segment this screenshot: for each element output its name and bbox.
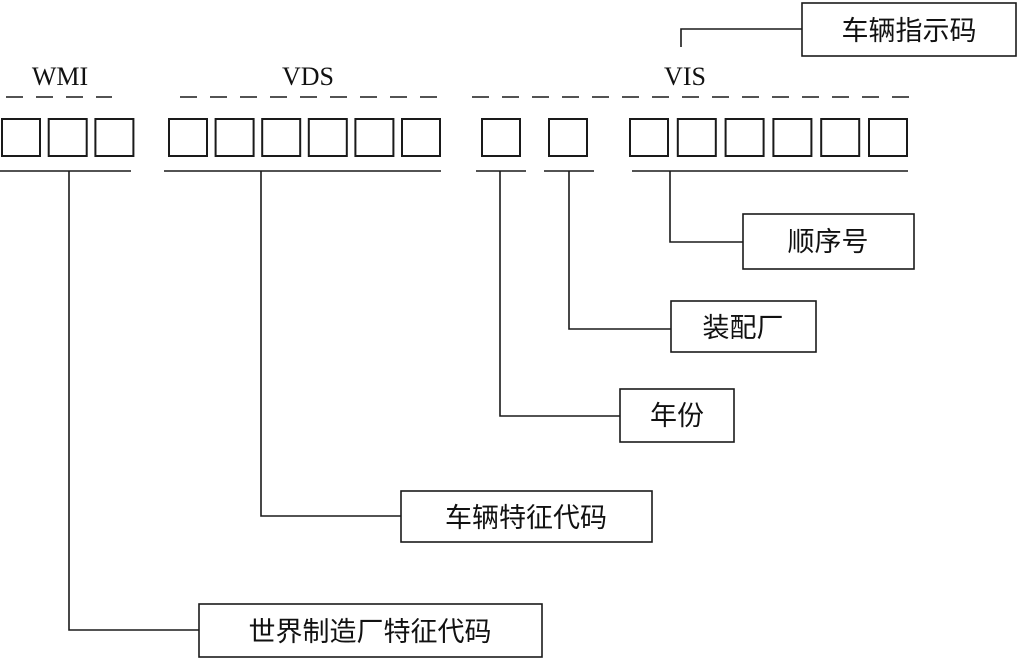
vds-connector (260, 171, 401, 517)
vds-char-box (354, 118, 395, 157)
assembly-plant-label: 装配厂 (703, 313, 784, 344)
serial-char-box (820, 118, 861, 157)
vis-connector (680, 28, 802, 47)
serial-number-label: 顺序号 (788, 227, 869, 258)
wmi-char-box (1, 118, 41, 157)
year-char-box (481, 118, 521, 157)
serial-number-box (742, 213, 915, 270)
world-manufacturer-box (198, 603, 543, 658)
model-year-label: 年份 (650, 401, 704, 432)
serial-char-box (772, 118, 813, 157)
assembly-plant-box (670, 300, 817, 353)
vis-heading: VIS (664, 62, 706, 91)
vehicle-descriptor-box (400, 490, 653, 543)
vehicle-identifier-label: 车辆指示码 (842, 16, 977, 47)
wmi-character-boxes (1, 118, 135, 157)
serial-char-box (724, 118, 765, 157)
wmi-char-box (47, 118, 88, 157)
year-connector (499, 171, 620, 417)
vds-char-box (261, 118, 302, 157)
vds-character-boxes (168, 118, 441, 157)
wmi-heading: WMI (32, 62, 88, 91)
serial-char-box (676, 118, 717, 157)
year-character-box (481, 118, 521, 157)
serial-connector (669, 171, 743, 243)
vehicle-descriptor-label: 车辆特征代码 (445, 503, 607, 534)
model-year-box (619, 388, 735, 443)
plant-char-box (548, 118, 588, 157)
wmi-char-box (94, 118, 135, 157)
serial-char-box (868, 118, 908, 157)
vds-char-box (401, 118, 441, 157)
plant-character-box (548, 118, 588, 157)
serial-character-boxes (629, 118, 908, 157)
vehicle-identifier-box (801, 2, 1017, 57)
vds-heading: VDS (282, 62, 334, 91)
vds-char-box (307, 118, 348, 157)
vds-char-box (168, 118, 208, 157)
vds-char-box (214, 118, 255, 157)
serial-char-box (629, 118, 669, 157)
world-manufacturer-label: 世界制造厂特征代码 (249, 617, 492, 648)
plant-connector (568, 171, 671, 330)
wmi-connector (68, 171, 199, 631)
